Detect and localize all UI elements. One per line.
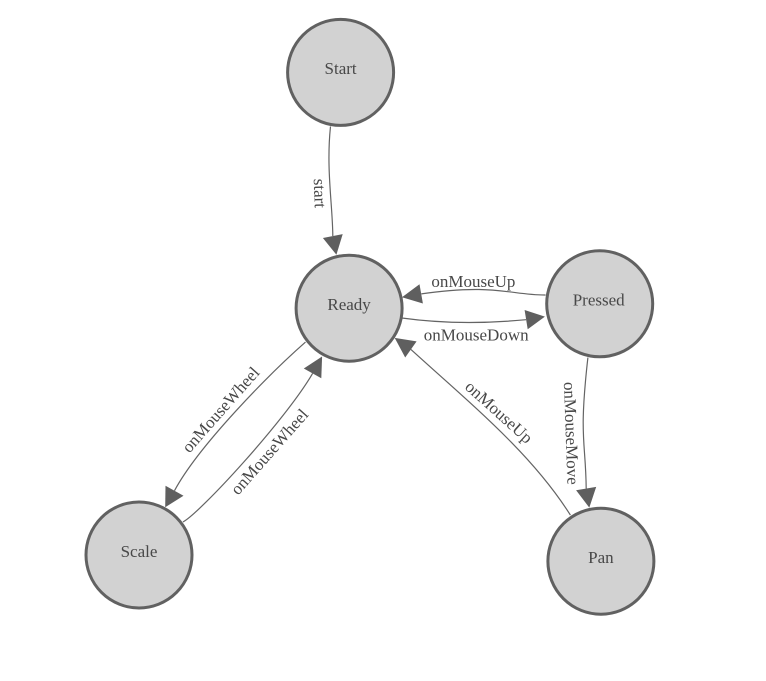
svg-text:onMouseWheel: onMouseWheel xyxy=(227,405,313,499)
svg-text:Pressed: Pressed xyxy=(573,291,625,310)
svg-text:onMouseDown: onMouseDown xyxy=(424,325,529,344)
svg-text:onMouseMove: onMouseMove xyxy=(560,382,583,486)
svg-text:onMouseWheel: onMouseWheel xyxy=(178,363,264,457)
svg-text:Scale: Scale xyxy=(121,542,158,561)
svg-text:Start: Start xyxy=(325,59,357,78)
svg-text:onMouseUp: onMouseUp xyxy=(461,377,536,447)
svg-text:Pan: Pan xyxy=(588,548,614,567)
svg-text:Ready: Ready xyxy=(327,295,371,314)
svg-text:onMouseUp: onMouseUp xyxy=(431,272,515,291)
svg-text:start: start xyxy=(310,178,330,208)
